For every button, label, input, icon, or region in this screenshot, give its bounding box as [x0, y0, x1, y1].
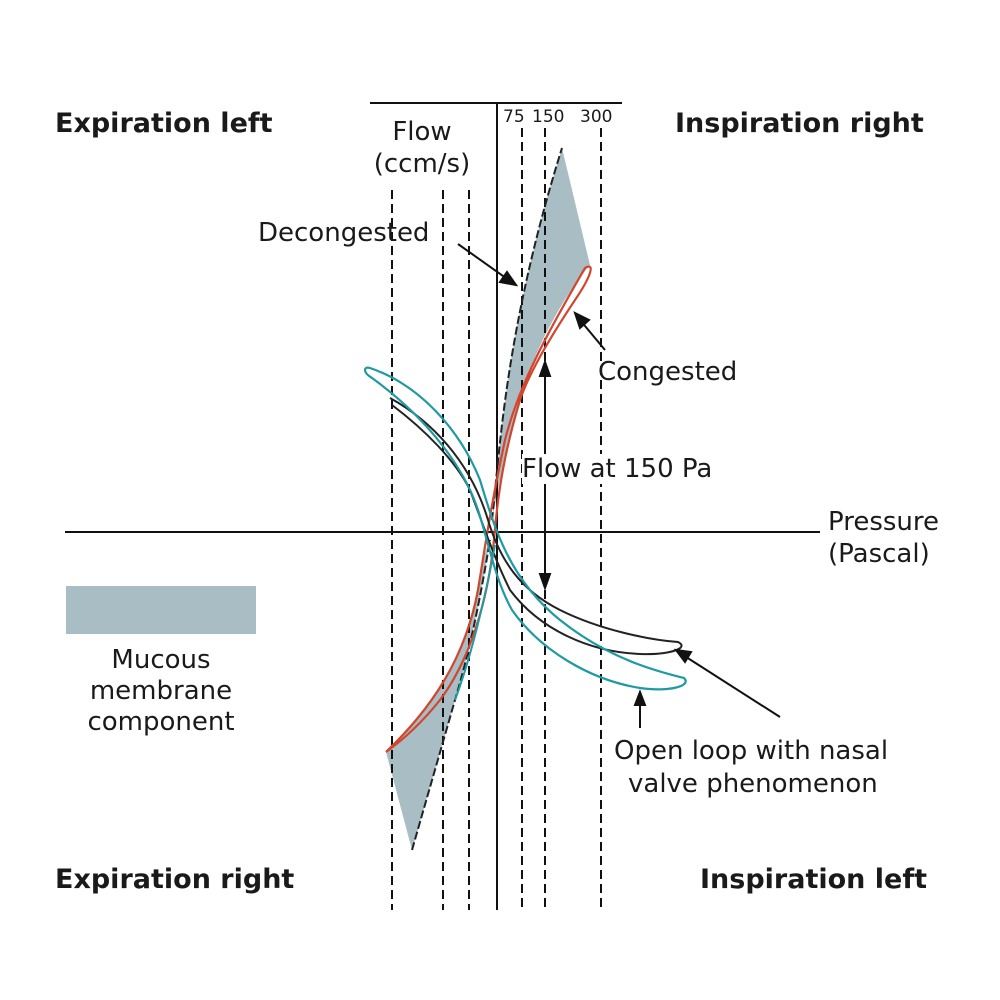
legend-line3: component	[87, 707, 235, 737]
legend-line1: Mucous	[111, 645, 211, 675]
legend-swatch	[66, 586, 256, 634]
quadrant-label-bottom-right: Inspiration left	[700, 864, 928, 895]
quadrant-label-bottom-left: Expiration right	[55, 864, 295, 895]
pressure-label: Pressure	[828, 507, 940, 537]
congested-label: Congested	[598, 357, 738, 387]
congested-loop	[385, 265, 592, 753]
open-loop-label: Open loop with nasal valve phenomenon	[614, 735, 888, 801]
tick-300: 300	[580, 107, 613, 127]
pressure-axis-label: Pressure (Pascal)	[828, 506, 939, 570]
legend-label: Mucous membrane component	[56, 645, 266, 738]
mucosa-region-upper	[492, 148, 590, 520]
tick-150: 150	[532, 107, 565, 127]
flow-unit: (ccm/s)	[373, 149, 471, 179]
open-loop-line1: Open loop with nasal	[614, 736, 889, 766]
flow-label: Flow	[392, 117, 452, 147]
flow-at-150-label: Flow at 150 Pa	[522, 454, 713, 484]
open-loop-arrow-1	[682, 654, 781, 718]
decongested-loop	[389, 397, 683, 656]
legend-line2: membrane	[89, 676, 233, 706]
pressure-unit: (Pascal)	[828, 539, 930, 569]
open-loop-curve	[363, 366, 687, 691]
open-loop-lower-branch	[454, 544, 496, 701]
quadrant-label-top-right: Inspiration right	[675, 108, 924, 139]
quadrant-label-top-left: Expiration left	[55, 108, 273, 139]
decongested-curve-lower	[411, 539, 491, 851]
open-loop-line2: valve phenomenon	[628, 769, 878, 799]
decongested-curve	[491, 147, 563, 521]
decongested-arrow	[457, 243, 511, 282]
flow-axis-label: Flow (ccm/s)	[362, 116, 482, 180]
mucosa-region-lower	[386, 540, 490, 850]
decongested-label: Decongested	[258, 218, 430, 248]
pressure-gridlines	[391, 128, 602, 910]
tick-75: 75	[503, 107, 525, 127]
